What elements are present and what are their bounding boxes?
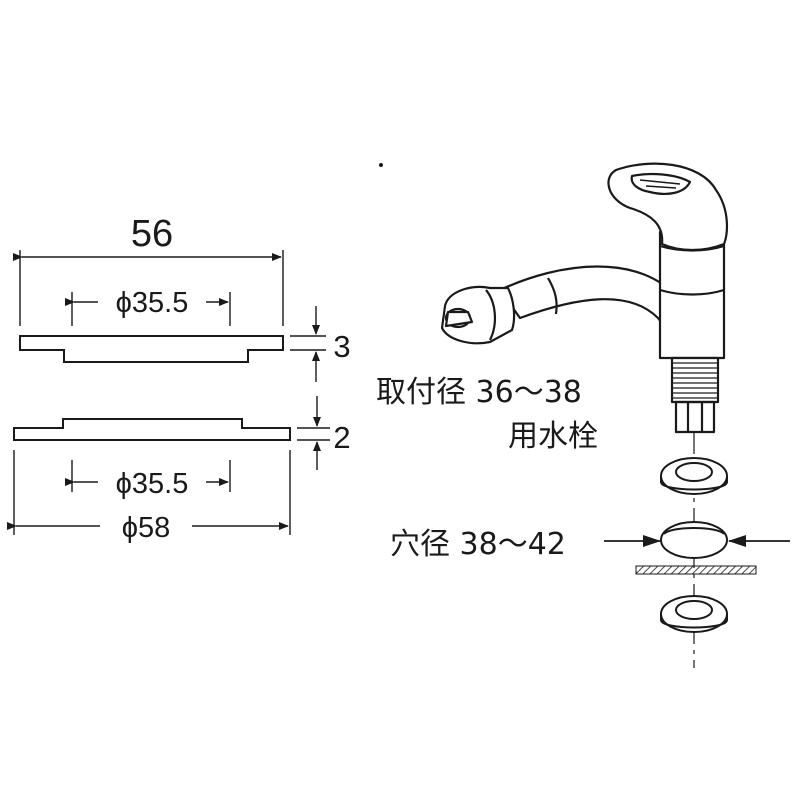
supply-pipes <box>674 400 716 434</box>
upper-gasket-plate <box>19 335 284 363</box>
faucet-type-label: 用水栓 <box>508 419 598 454</box>
mount-dia-label: 取付径 36～38 <box>376 375 582 410</box>
thickness-3-value: 3 <box>333 329 350 364</box>
thickness-2-dimension <box>297 396 330 470</box>
width-value: 56 <box>131 213 173 255</box>
outer-dia-value: ϕ58 <box>122 512 171 544</box>
lower-washer <box>660 595 728 633</box>
faucet <box>440 162 729 434</box>
reference-dot <box>379 163 383 167</box>
lower-inner-dia-dimension <box>65 460 231 492</box>
upper-washer <box>660 457 728 495</box>
outer-dia-dimension <box>7 450 291 535</box>
lower-inner-dia-value: ϕ35.5 <box>116 468 189 500</box>
thickness-3-dimension <box>290 306 326 382</box>
upper-inner-dia-value: ϕ35.5 <box>116 287 189 319</box>
counter-top <box>635 565 757 575</box>
mounting-hole <box>660 521 728 559</box>
hole-dia-label: 穴径 38～42 <box>390 527 566 562</box>
threaded-shank <box>670 356 720 404</box>
upper-inner-dia-dimension <box>65 292 231 326</box>
spray-head <box>440 285 516 345</box>
width-dimension <box>13 250 284 326</box>
lower-gasket-plate <box>13 418 291 441</box>
thickness-2-value: 2 <box>333 420 350 455</box>
